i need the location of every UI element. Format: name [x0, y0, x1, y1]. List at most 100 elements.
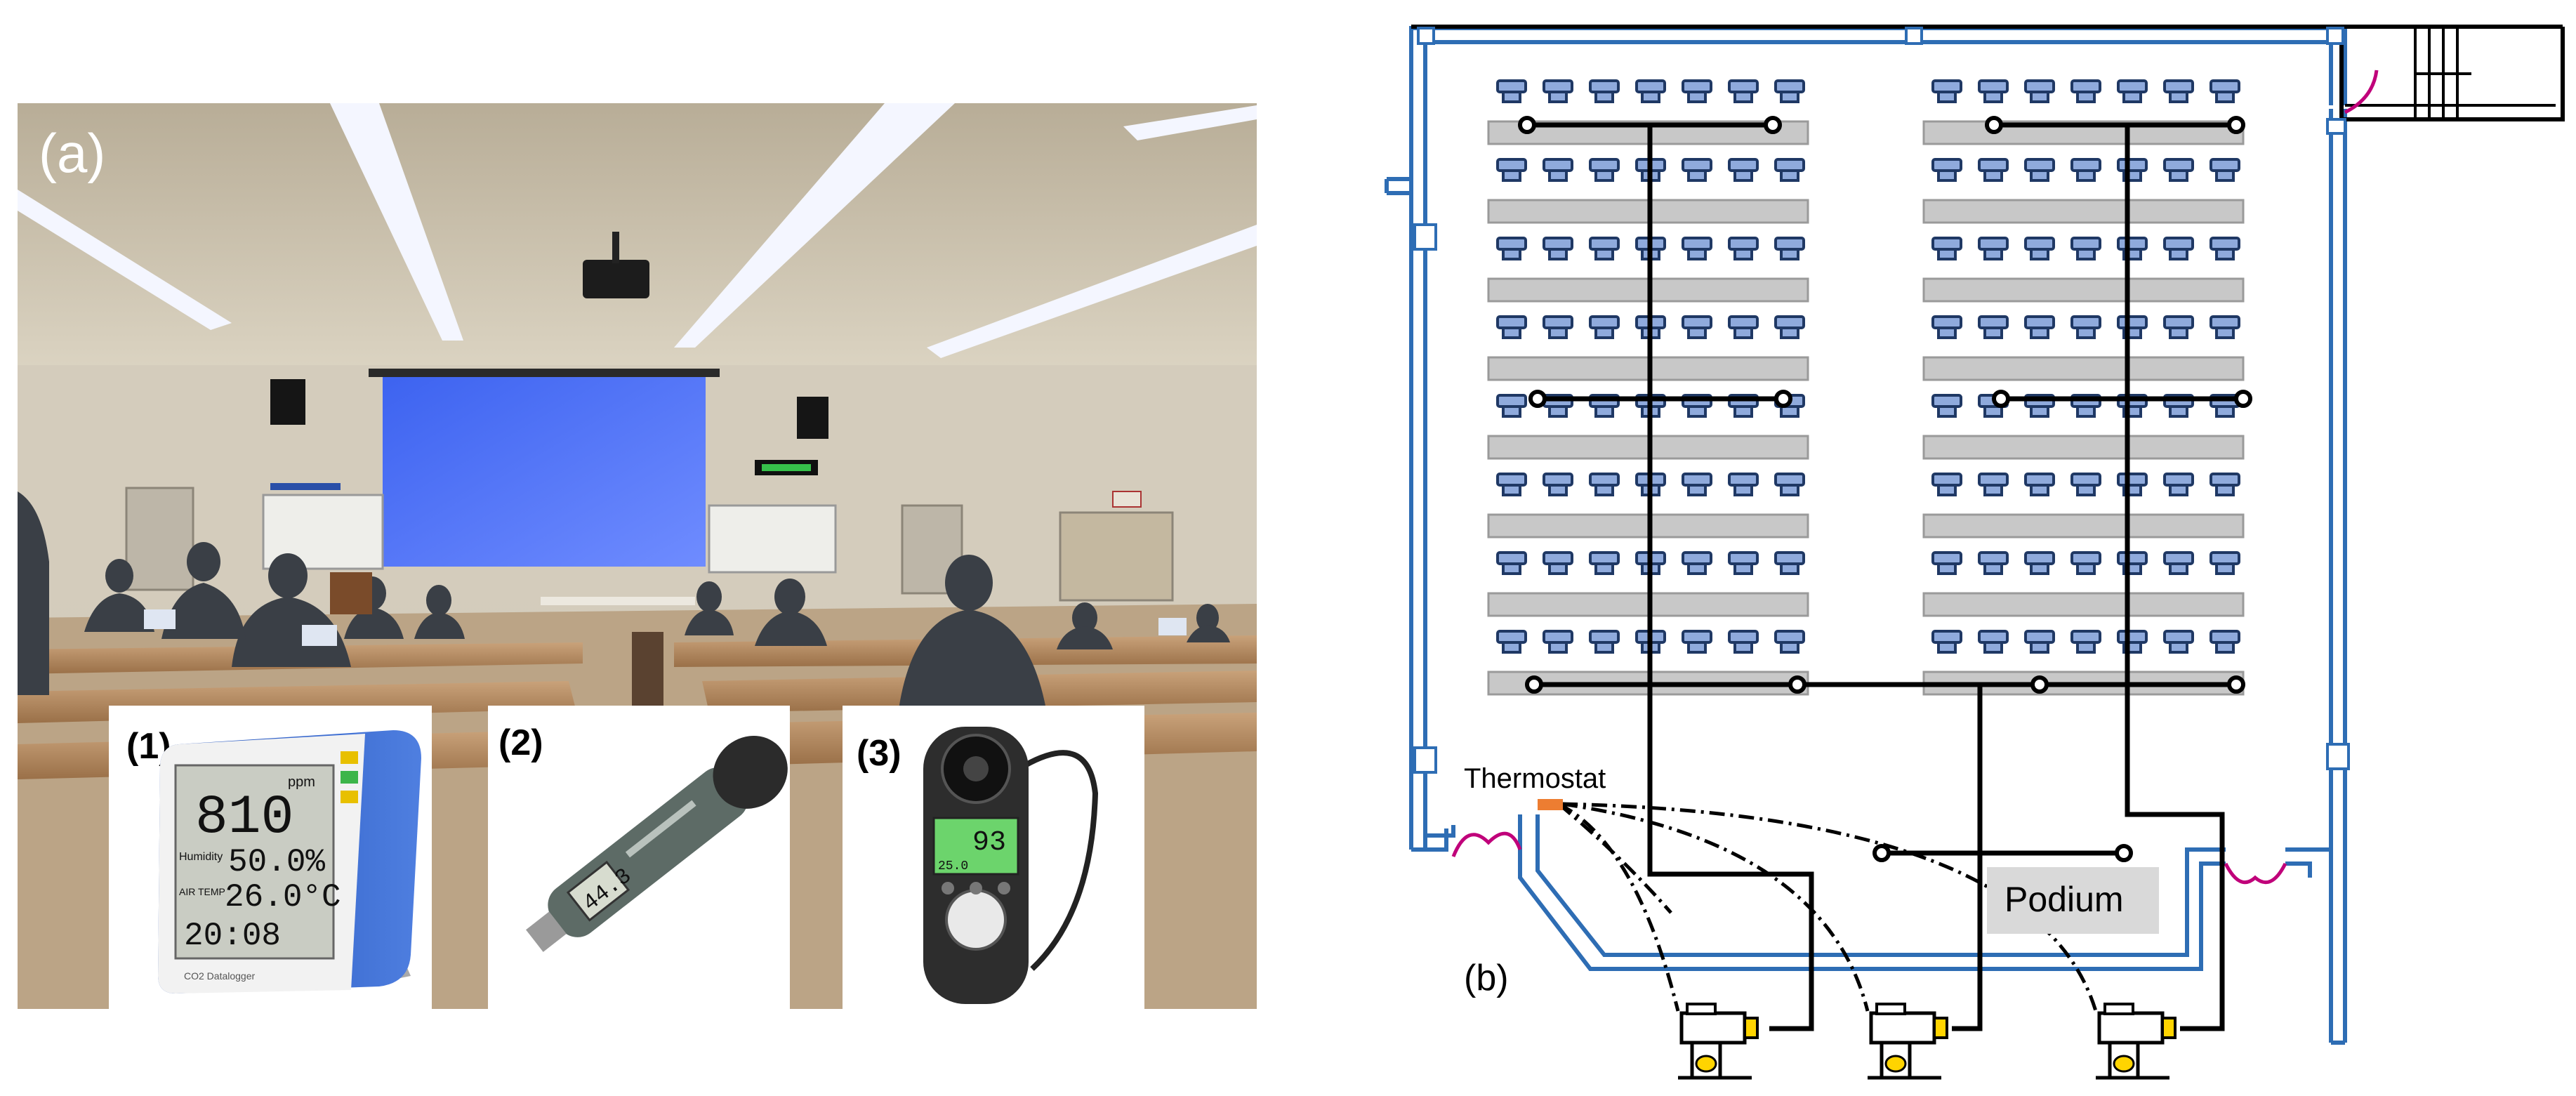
temp-label: AIR TEMP	[179, 886, 225, 897]
seat	[2117, 79, 2148, 103]
seat	[2117, 237, 2148, 260]
podium-label: Podium	[2004, 880, 2124, 919]
seat	[2024, 237, 2055, 260]
seat	[1728, 551, 1759, 575]
seat	[2024, 473, 2055, 496]
seat	[2117, 630, 2148, 654]
seat	[1978, 473, 2009, 496]
table	[1922, 356, 2245, 381]
lanyard	[1024, 750, 1099, 971]
seat	[1931, 79, 1962, 103]
seat	[1589, 551, 1620, 575]
seat	[1589, 630, 1620, 654]
seat	[2163, 473, 2194, 496]
seat	[1682, 315, 1712, 339]
seat	[1931, 315, 1962, 339]
ceiling-light	[330, 103, 463, 341]
ceiling-light	[674, 103, 955, 348]
projector	[583, 260, 649, 298]
exit-sign	[1112, 491, 1142, 508]
panel-b-label: (b)	[1464, 958, 1509, 998]
seat	[1496, 551, 1527, 575]
seat	[2210, 473, 2240, 496]
seat	[1589, 473, 1620, 496]
seat	[1728, 473, 1759, 496]
seat	[1728, 237, 1759, 260]
seat	[1978, 630, 2009, 654]
seat	[2070, 158, 2101, 182]
anemometer-display	[932, 817, 1019, 876]
seat	[2163, 79, 2194, 103]
seat	[1496, 630, 1527, 654]
diffusers	[1518, 116, 2252, 862]
seat	[2024, 79, 2055, 103]
seat	[1931, 630, 1962, 654]
laptop	[1158, 618, 1187, 635]
meter-brand-strip	[625, 800, 696, 858]
usb-plug	[526, 911, 567, 952]
seat	[2163, 551, 2194, 575]
seat	[1635, 79, 1666, 103]
banner	[270, 483, 341, 490]
seat	[1682, 237, 1712, 260]
seat	[1931, 473, 1962, 496]
seat	[2210, 237, 2240, 260]
seat	[2070, 79, 2101, 103]
projector-mount	[612, 232, 619, 263]
seat	[1682, 551, 1712, 575]
seat	[1978, 237, 2009, 260]
seat	[2024, 315, 2055, 339]
temp-reading: 26.0°C	[225, 879, 341, 916]
seat	[2210, 315, 2240, 339]
seat	[2117, 158, 2148, 182]
laptop	[144, 609, 176, 629]
led-sign-text	[762, 464, 811, 471]
anemometer-button	[998, 882, 1010, 894]
seat	[2070, 473, 2101, 496]
seat	[1543, 315, 1573, 339]
seat	[1728, 315, 1759, 339]
seat	[1543, 473, 1573, 496]
microphone-windscreen	[713, 735, 788, 809]
seat	[1931, 551, 1962, 575]
seat	[1496, 158, 1527, 182]
seat	[1543, 158, 1573, 182]
table	[1922, 592, 2245, 617]
seat	[1774, 158, 1805, 182]
thermostat	[1538, 799, 1563, 810]
air-handling-unit	[1868, 1003, 1948, 1080]
seat	[1589, 315, 1620, 339]
seat	[1682, 473, 1712, 496]
seat	[1496, 237, 1527, 260]
ceiling	[18, 103, 1257, 407]
door	[125, 487, 194, 591]
seat	[1978, 79, 2009, 103]
seat	[2024, 158, 2055, 182]
seat	[1774, 630, 1805, 654]
time-reading: 20:08	[184, 918, 281, 954]
light-sensor	[945, 889, 1007, 951]
seat	[1728, 630, 1759, 654]
seat	[2070, 630, 2101, 654]
table	[1922, 199, 2245, 224]
thermostat-label: Thermostat	[1464, 763, 1606, 794]
seat	[1496, 394, 1527, 418]
seat	[1496, 79, 1527, 103]
inset-sound-meter: (2) 44.3	[488, 706, 790, 1009]
wall-markers	[1413, 27, 2350, 774]
seat	[1728, 158, 1759, 182]
air-handling-unit	[1678, 1003, 1759, 1080]
speaker	[270, 379, 305, 425]
seat	[1774, 473, 1805, 496]
seat	[1543, 237, 1573, 260]
inset-co2-datalogger: (1) 810 ppm Humidity 50.0% AIR TEMP 26.0…	[109, 706, 432, 1009]
inset-label: (2)	[498, 722, 543, 763]
panel-b-floor-plan: Thermostat Podium (b)	[1385, 25, 2565, 1080]
wind-reading: 93	[972, 827, 1006, 859]
seat	[2163, 237, 2194, 260]
seat	[2163, 158, 2194, 182]
seat	[1774, 237, 1805, 260]
table	[1922, 277, 2245, 303]
seat	[1931, 394, 1962, 418]
